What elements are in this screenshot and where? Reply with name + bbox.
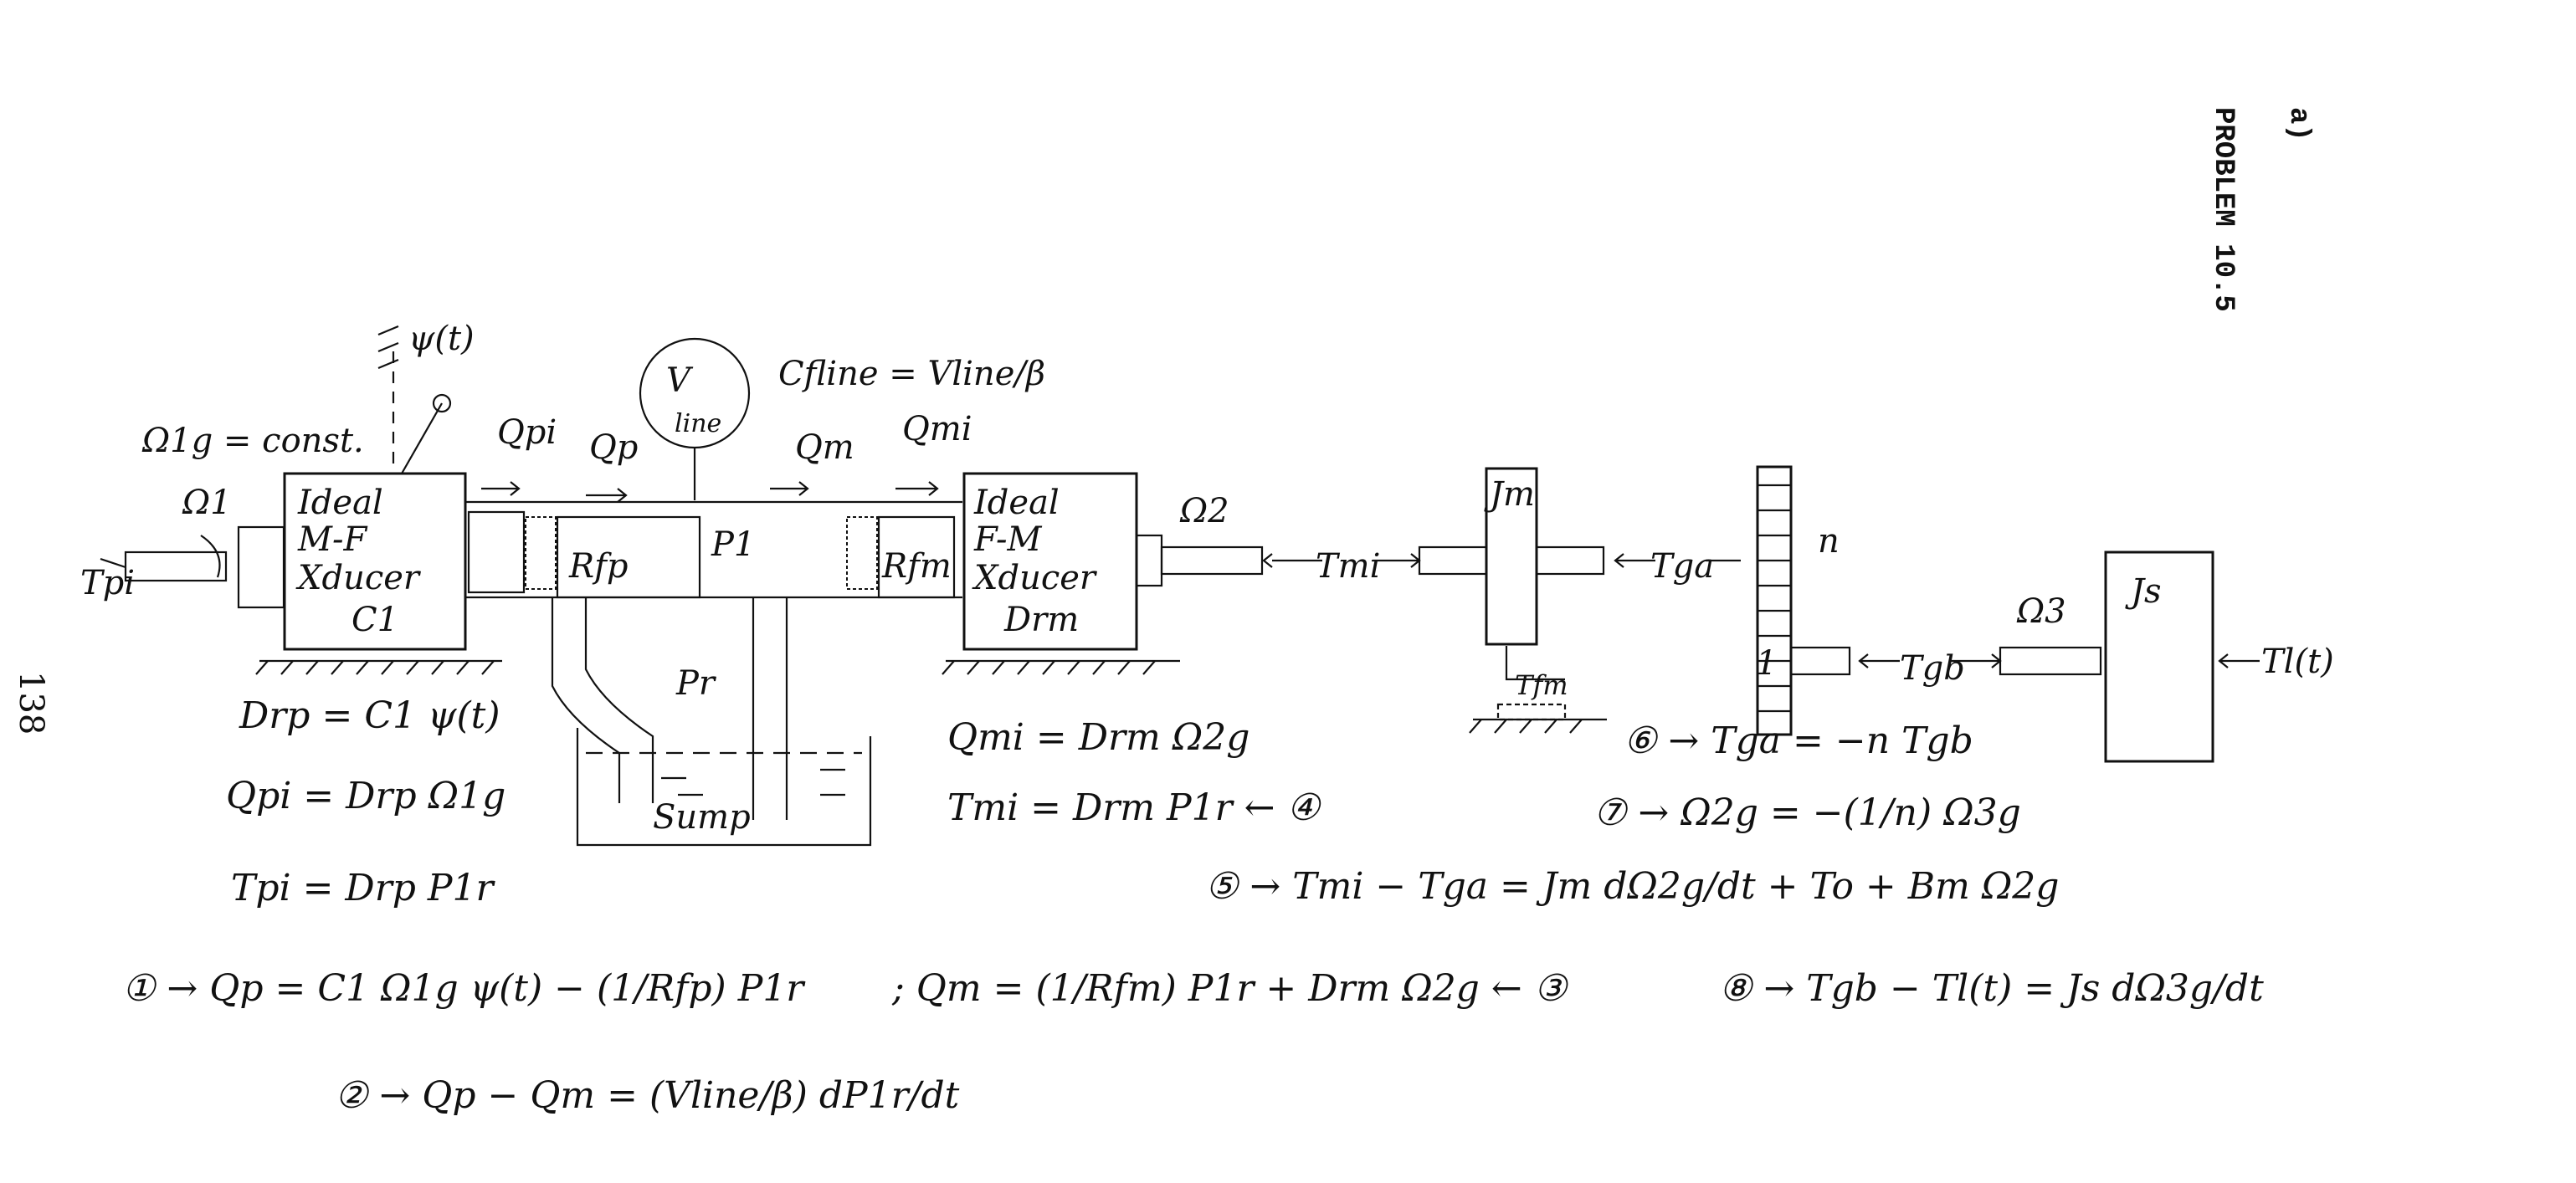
- eq-7: ⑦ → Ω2g = −(1/n) Ω3g: [1593, 791, 2021, 834]
- problem-title: PROBLEM 10.5: [2207, 107, 2239, 312]
- pump-lever: [401, 402, 443, 474]
- eq-qmi: Qmi = Drm Ω2g: [947, 716, 1250, 759]
- eq-8: ⑧ → Tgb − Tl(t) = Js dΩ3g/dt: [1719, 967, 2264, 1010]
- motor-output-shaft: [1135, 534, 1488, 587]
- eq-qpi: Qpi = Drp Ω1g: [226, 775, 505, 817]
- jm-label: Jm: [1484, 475, 1535, 514]
- omega2-label: Ω2: [1179, 492, 1229, 530]
- eq-5: ⑤ → Tmi − Tga = Jm dΩ2g/dt + To + Bm Ω2g: [1205, 865, 2059, 908]
- motor-line4: Drm: [1003, 601, 1079, 639]
- qm-label: Qm: [795, 428, 854, 467]
- omega3-label: Ω3: [2016, 592, 2066, 631]
- pump-line2: M-F: [297, 520, 367, 559]
- tga-label: Tga: [1650, 547, 1714, 586]
- eq-drp: Drp = C1 ψ(t): [239, 694, 500, 737]
- omega1-label: Ω1: [182, 484, 232, 522]
- sump-label: Sump: [653, 798, 751, 837]
- p1-label: P1: [711, 525, 755, 564]
- gear-pair: [1756, 465, 1793, 736]
- part-label: a): [2282, 107, 2314, 141]
- motor-line2: F-M: [973, 520, 1042, 559]
- sump-tank: [551, 597, 872, 847]
- eq-2: ② → Qp − Qm = (Vline/β) dP1r/dt: [335, 1074, 960, 1117]
- pr-label: Pr: [675, 664, 717, 703]
- tl-label: Tl(t): [2261, 643, 2334, 681]
- eq-3: ; Qm = (1/Rfm) P1r + Drm Ω2g ← ③: [891, 967, 1569, 1010]
- gear-n-label: n: [1818, 522, 1840, 561]
- rfp-label: Rfp: [568, 547, 629, 586]
- pump-line4: C1: [352, 601, 398, 639]
- motor-line3: Xducer: [972, 559, 1098, 597]
- motor-line1: Ideal: [973, 484, 1060, 522]
- pump-transducer-block: [283, 472, 467, 651]
- gear-1-label: 1: [1756, 644, 1777, 683]
- tgb-label: Tgb: [1900, 649, 1965, 688]
- qp-label: Qp: [589, 428, 638, 467]
- eq-6: ⑥ → Tga = −n Tgb: [1624, 720, 1973, 762]
- tpi-label: Tpi: [80, 564, 135, 602]
- volume-line2: line: [675, 409, 721, 438]
- pump-line3: Xducer: [295, 559, 422, 597]
- page-number: 138: [12, 671, 50, 735]
- tmi-label: Tmi: [1316, 547, 1380, 586]
- omega1g-const-label: Ω1g = const.: [141, 422, 364, 460]
- cfline-label: Cfline = Vline/β: [778, 355, 1045, 393]
- eq-tmi: Tmi = Drm P1r ← ④: [947, 786, 1321, 829]
- volume-line1: V: [666, 361, 694, 400]
- pump-line1: Ideal: [297, 484, 383, 522]
- qmi-label: Qmi: [902, 410, 972, 448]
- eq-1: ① → Qp = C1 Ω1g ψ(t) − (1/Rfp) P1r: [122, 967, 806, 1010]
- tfm-label: Tfm: [1515, 669, 1568, 701]
- inertia-js: [2104, 551, 2214, 763]
- psi-label: ψ(t): [408, 320, 475, 358]
- qpi-label: Qpi: [497, 413, 557, 452]
- js-label: Js: [2125, 572, 2162, 611]
- rfm-label: Rfm: [881, 547, 952, 586]
- eq-tpi: Tpi = Drp P1r: [231, 867, 495, 909]
- friction-tfm: [1505, 646, 1565, 681]
- hydraulic-lines: [465, 500, 962, 599]
